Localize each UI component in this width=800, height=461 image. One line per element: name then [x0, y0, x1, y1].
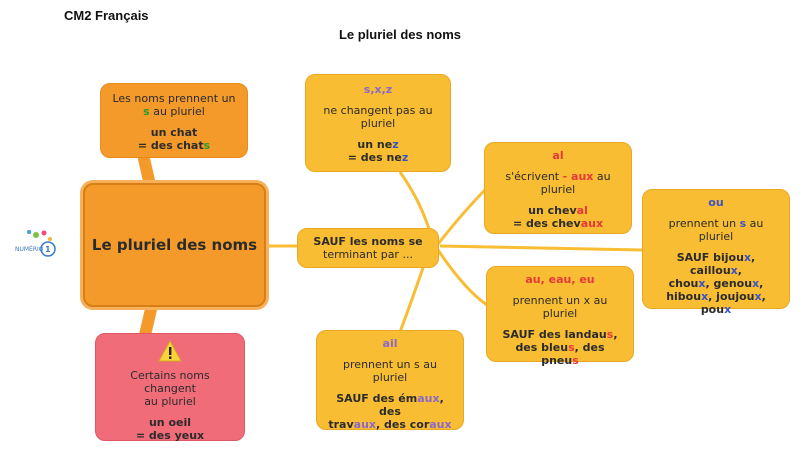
warning-triangle-icon [104, 339, 236, 365]
connector-sauf-al [436, 188, 487, 245]
eau-node: au, eau, eu prennent un x au pluriel SAU… [486, 266, 634, 367]
al-title: al [552, 149, 564, 162]
al-line2: pluriel [540, 183, 576, 196]
ou-example1: SAUF bijoux, cailloux, [676, 251, 756, 277]
connector-central-irregular [139, 299, 158, 341]
sxz-node: s,x,z ne changent pas au pluriel un nez … [305, 74, 451, 172]
eau-title: au, eau, eu [525, 273, 595, 286]
rule-s-line2: s au pluriel [143, 105, 205, 118]
al-example2: = des chevaux [512, 217, 604, 230]
eau-line1: prennent un x au [512, 294, 608, 307]
al-example1: un cheval [528, 204, 588, 217]
ail-line1: prennent un s au [343, 358, 437, 371]
ail-example1: SAUF des émaux, des [336, 392, 444, 418]
sauf-line2: terminant par ... [323, 248, 413, 261]
eau-example1: SAUF des landaus, [502, 328, 618, 341]
numeriq-logo: NUMÉRIQ 1 [14, 225, 60, 265]
page-title: Le pluriel des noms [338, 27, 462, 42]
ail-example2: travaux, des coraux [328, 418, 452, 431]
level-label: CM2 Français [64, 8, 149, 23]
central-node: Le pluriel des noms [83, 183, 266, 307]
ou-example3: hiboux, joujoux, [666, 290, 766, 303]
ou-example4: poux [700, 303, 732, 316]
sxz-line2: pluriel [360, 117, 396, 130]
sauf-line1: SAUF les noms se [313, 235, 423, 248]
ou-line1: prennent un s au [668, 217, 764, 230]
ou-line2: pluriel [698, 230, 734, 243]
ou-example2: choux, genoux, [668, 277, 764, 290]
sxz-example1: un nez [357, 138, 399, 151]
sxz-title: s,x,z [363, 83, 393, 96]
connector-sauf-sxz [398, 171, 432, 233]
rule-s-line1: Les noms prennent un [112, 92, 236, 105]
svg-text:NUMÉRIQ: NUMÉRIQ [15, 245, 44, 253]
sxz-line1: ne changent pas au [323, 104, 433, 117]
connector-sauf-ou [439, 244, 643, 252]
al-node: al s'écrivent - aux au pluriel un cheval… [484, 142, 632, 234]
al-line1: s'écrivent - aux au [505, 170, 611, 183]
rule-s-example2: = des chats [137, 139, 211, 152]
irregular-node: Certains noms changent au pluriel un oei… [95, 333, 245, 442]
connector-sauf-ail [398, 261, 427, 333]
sxz-example2: = des nez [347, 151, 409, 164]
rule-s-example1: un chat [150, 126, 198, 139]
sauf-node: SAUF les noms se terminant par ... [297, 228, 439, 268]
irregular-line2: au pluriel [144, 395, 196, 408]
ou-title: ou [708, 196, 724, 209]
eau-example2: des bleus, des pneus [515, 341, 605, 367]
ail-line2: pluriel [372, 371, 408, 384]
rule-s-node: Les noms prennent un s au pluriel un cha… [100, 83, 248, 158]
eau-line2: pluriel [542, 307, 578, 320]
central-label: Le pluriel des noms [91, 235, 258, 254]
svg-text:1: 1 [45, 245, 51, 254]
connector-sauf-eau [436, 249, 488, 307]
irregular-line1: Certains noms changent [130, 369, 210, 395]
ail-title: ail [382, 337, 398, 350]
irregular-example2: = des yeux [135, 429, 205, 442]
irregular-example1: un oeil [148, 416, 192, 429]
ail-node: ail prennent un s au pluriel SAUF des ém… [316, 330, 464, 431]
ou-node: ou prennent un s au pluriel SAUF bijoux,… [642, 189, 790, 316]
